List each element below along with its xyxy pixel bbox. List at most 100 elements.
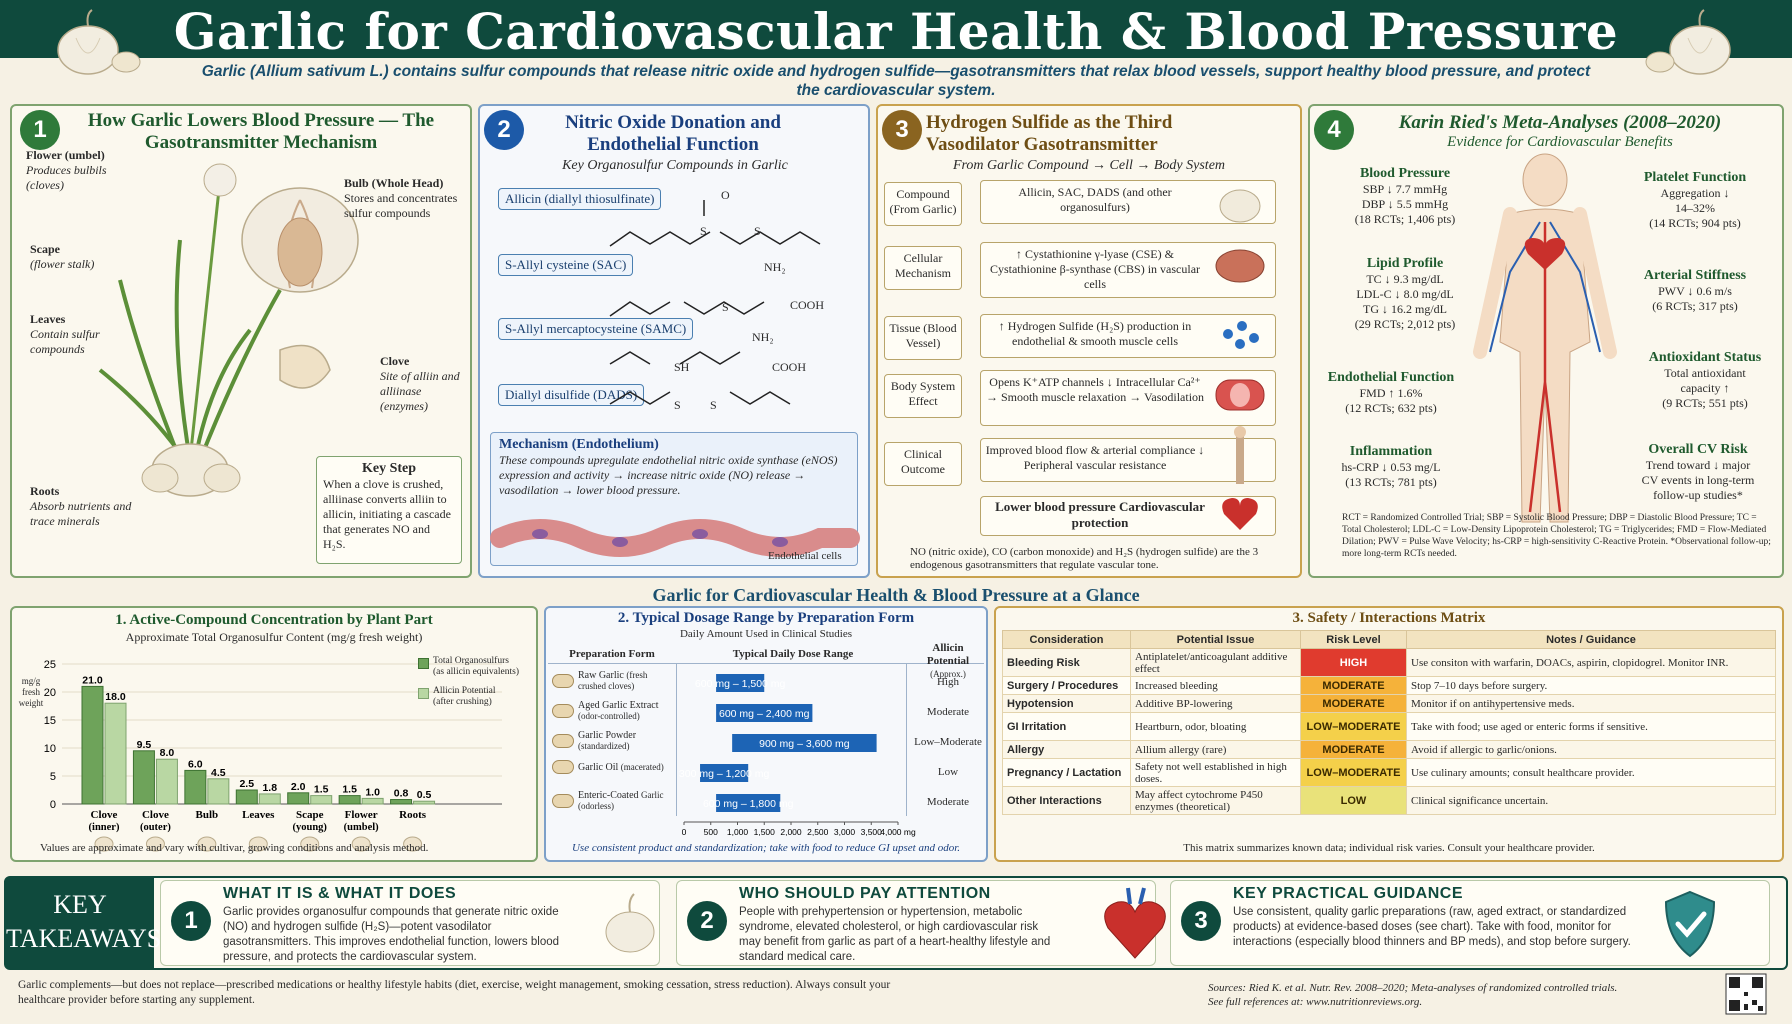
takeaways-label-2: TAKEAWAYS [6,924,162,953]
panel-subtitle: Key Organosulfur Compounds in Garlic [562,158,788,173]
cell-notes: Stop 7–10 days before surgery. [1406,676,1776,695]
evidence-detail: SBP ↓ 7.7 mmHg DBP ↓ 5.5 mmHg (18 RCTs; … [1354,182,1456,226]
chemical-structures [609,200,821,405]
cell-consideration: Surgery / Procedures [1002,676,1131,695]
x-tick-label: (umbel) [344,822,380,833]
flow-label-body: Body System Effect [884,374,962,418]
chart2-title: 2. Typical Dosage Range by Preparation F… [617,610,915,626]
preparation-icon [552,734,574,748]
chart1-title: 1. Active-Compound Concentration by Plan… [115,612,433,628]
label-clove: Clove Site of alliin and alliinase (enzy… [380,354,466,414]
garlic-icon [1219,189,1261,223]
bar-total [338,795,361,805]
flow-label-compound: Compound (From Garlic) [884,182,962,226]
preparation-name: Enteric-Coated [578,790,642,801]
allicin-potential: Low–Moderate [914,736,982,748]
dose-range-label: 600 mg – 1,800 mg [703,798,794,810]
chart2-col-potential-sub: (Approx.) [930,669,966,679]
cell-notes: Use culinary amounts; consult healthcare… [1406,758,1776,787]
evidence-title: Endothelial Function [1327,370,1455,385]
atom-s: S [754,224,761,238]
cell-notes: Monitor if on antihypertensive meds. [1406,694,1776,713]
bar-allicin [361,797,384,805]
panel-number: 2 [484,110,524,150]
flow-label-clinical: Clinical Outcome [884,442,962,486]
chart2-col-potential: Allicin Potential (Approx.) [910,642,986,681]
header-bar [0,0,1792,58]
group-sh: SH [674,360,690,374]
dosage-row: Aged Garlic Extract (odor-controlled) [552,700,676,722]
atom-s: S [722,300,729,314]
evidence-title: Overall CV Risk [1648,442,1748,457]
x-tick-label: (outer) [140,822,171,833]
evidence-arterial-stiffness: Arterial Stiffness PWV ↓ 0.6 m/s (6 RCTs… [1620,268,1770,314]
garlic-plant-illustration [98,163,359,497]
compound-sac: S-Allyl cysteine (SAC) [498,254,634,276]
chart2-col-dose: Typical Daily Dose Range [732,648,854,660]
cell-risk-level: MODERATE [1300,740,1407,759]
preparation-icon [552,674,574,688]
bar-label: 8.0 [160,747,175,759]
preparation-name: Garlic Oil [578,761,621,773]
col-issue: Potential Issue [1130,630,1301,649]
chart2-col-potential-label: Allicin Potential [926,642,970,667]
x-tick-label: 1,500 [754,827,776,837]
mechanism-box: Mechanism (Endothelium) These compounds … [490,432,858,566]
evidence-title: Blood Pressure [1359,166,1451,181]
footer-refs: See full references at: www.nutritionrev… [1208,996,1423,1008]
mechanism-title: Mechanism (Endothelium) [499,437,659,452]
x-tick-label: 1,000 [727,827,749,837]
cell-risk-level: HIGH [1300,648,1407,677]
takeaways-label-1: KEY [53,890,107,919]
panel-title: Nitric Oxide Donation and Endothelial Fu… [565,112,781,155]
dosage-row: Enteric-Coated Garlic (odorless) [552,790,676,812]
key-step-box: Key Step When a clove is crushed, alliin… [316,456,462,564]
takeaway-title: WHAT IT IS & WHAT IT DOES [223,885,457,902]
takeaway-number: 3 [1181,901,1221,941]
label-flower-title: Flower (umbel) [26,148,105,162]
evidence-blood-pressure: Blood Pressure SBP ↓ 7.7 mmHg DBP ↓ 5.5 … [1330,166,1480,227]
takeaway-desc: Use consistent, quality garlic preparati… [1233,906,1631,948]
bar-label: 21.0 [82,674,103,686]
preparation-sub: Garlic (odorless) [578,790,664,811]
cell-notes: Clinical significance uncertain. [1406,786,1776,815]
flow-label-tissue: Tissue (Blood Vessel) [884,316,962,360]
compound-dads: Diallyl disulfide (DADS) [498,384,645,406]
safety-matrix-table: Consideration Potential Issue Risk Level… [1002,630,1776,815]
label-roots-desc: Absorb nutrients and trace minerals [30,499,132,528]
label-roots-title: Roots [30,484,60,498]
flow-label-cellular: Cellular Mechanism [884,246,962,290]
bar-allicin [207,778,230,805]
endothelial-cells-label: Endothelial cells [768,550,842,562]
preparation-sub: (standardized) [578,741,630,751]
qr-code-icon [1725,973,1767,1015]
panel-title: How Garlic Lowers Blood Pressure — The G… [87,110,435,153]
page-subtitle: Garlic (Allium sativum L.) contains sulf… [201,63,1591,99]
cell-notes: Use consiton with warfarin, DOACs, aspir… [1406,648,1776,677]
evidence-title: Inflammation [1349,444,1433,459]
chart2-footnote: Use consistent product and standardizati… [571,842,961,854]
y-tick-label: 10 [44,743,56,755]
cell-risk-level: LOW–MODERATE [1300,712,1407,741]
bar-label: 1.5 [314,784,329,796]
x-tick-label: (inner) [89,822,120,833]
cell-consideration: Pregnancy / Lactation [1002,758,1131,787]
label-bulb-desc: Stores and concentrates sulfur compounds [344,191,458,220]
takeaway-desc: Garlic provides organosulfur compounds t… [223,906,560,963]
label-leaves-desc: Contain sulfur compounds [30,327,100,356]
chart2-divider [906,664,907,816]
bar-label: 4.5 [211,767,226,779]
evidence-detail: PWV ↓ 0.6 m/s (6 RCTs; 317 pts) [1652,284,1738,313]
x-tick-label: 500 [704,827,718,837]
bar-allicin [104,702,127,805]
y-tick-label: 20 [44,687,56,699]
flow-icons [1215,189,1265,530]
dose-range-bar [716,794,781,812]
cell-consideration: Allergy [1002,740,1131,759]
chart1-footnote: Values are approximate and vary with cul… [40,842,429,854]
abbreviations-note: RCT = Randomized Controlled Trial; SBP =… [1342,513,1771,559]
evidence-title: Antioxidant Status [1648,350,1762,365]
